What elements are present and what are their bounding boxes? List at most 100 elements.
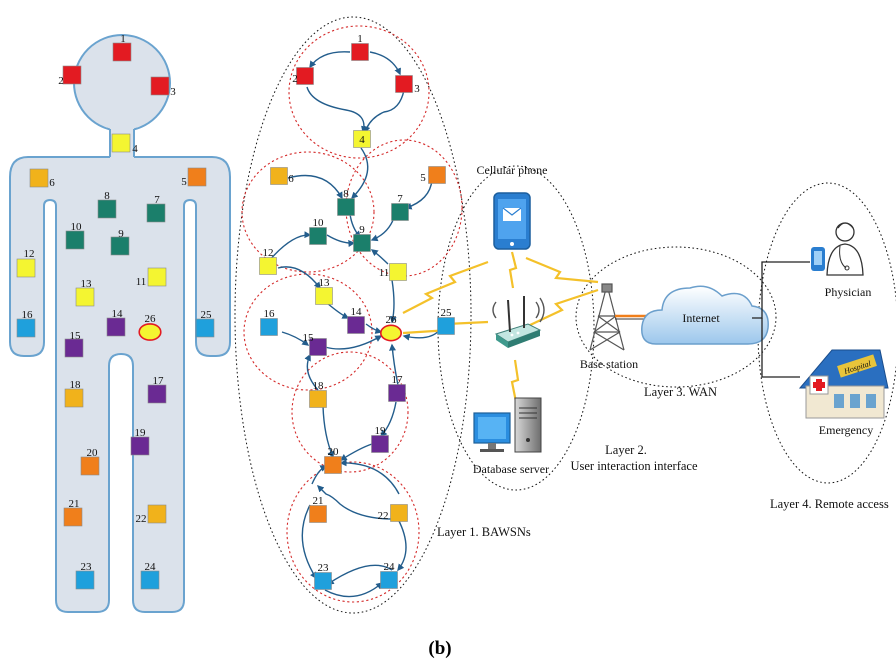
network-node-label-25: 25 — [441, 307, 453, 319]
layer4-boundary — [757, 182, 896, 484]
wireless-link-sink-phone — [402, 260, 489, 314]
body-node-9 — [110, 236, 130, 256]
body-node-label-19: 19 — [135, 427, 147, 439]
network-node-15 — [309, 338, 327, 356]
body-node-label-25: 25 — [201, 309, 213, 321]
human-body-silhouette — [9, 34, 231, 613]
database-server-icon[interactable] — [473, 397, 542, 453]
body-node-label-15: 15 — [70, 330, 82, 342]
network-node-label-1: 1 — [357, 33, 363, 45]
network-node-13 — [315, 287, 333, 305]
base-station-icon[interactable] — [589, 283, 625, 351]
body-node-label-12: 12 — [24, 248, 35, 260]
layer3-boundary — [575, 246, 777, 388]
network-node-1 — [351, 43, 369, 61]
network-node-12 — [259, 257, 277, 275]
body-node-13 — [75, 287, 95, 307]
network-node-16 — [260, 318, 278, 336]
body-node-label-10: 10 — [71, 221, 83, 233]
body-node-label-8: 8 — [104, 190, 110, 202]
body-node-label-21: 21 — [69, 498, 80, 510]
body-node-6 — [29, 168, 49, 188]
cluster-ring-head — [288, 25, 430, 159]
network-node-26 — [379, 324, 402, 342]
base-station-label: Base station — [580, 357, 638, 371]
body-node-label-9: 9 — [118, 228, 124, 240]
network-node-label-26: 26 — [386, 314, 398, 326]
body-node-label-5: 5 — [181, 176, 187, 188]
body-node-label-14: 14 — [112, 308, 124, 320]
body-node-2 — [62, 65, 82, 85]
body-node-16 — [16, 318, 36, 338]
body-node-22 — [147, 504, 167, 524]
body-node-label-22: 22 — [136, 513, 147, 525]
internet-label: Internet — [682, 311, 720, 325]
network-node-label-19: 19 — [375, 425, 387, 437]
network-node-label-23: 23 — [318, 562, 330, 574]
network-node-label-5: 5 — [420, 172, 426, 184]
network-node-label-16: 16 — [264, 308, 276, 320]
network-node-label-10: 10 — [313, 217, 325, 229]
body-node-11 — [147, 267, 167, 287]
internet-cloud-icon[interactable] — [641, 285, 769, 345]
network-node-5 — [428, 166, 446, 184]
network-node-3 — [395, 75, 413, 93]
network-node-label-6: 6 — [288, 173, 294, 185]
network-node-label-9: 9 — [359, 224, 365, 236]
network-node-label-18: 18 — [313, 380, 325, 392]
body-node-label-16: 16 — [22, 309, 34, 321]
body-node-8 — [97, 199, 117, 219]
body-node-20 — [80, 456, 100, 476]
body-node-15 — [64, 338, 84, 358]
cluster-ring-left-hand — [243, 273, 373, 391]
network-node-9 — [353, 234, 371, 252]
network-node-14 — [347, 316, 365, 334]
body-node-label-2: 2 — [58, 75, 64, 87]
network-node-label-7: 7 — [397, 193, 403, 205]
body-node-4 — [111, 133, 131, 153]
network-node-label-11: 11 — [379, 267, 390, 279]
body-node-label-18: 18 — [70, 379, 82, 391]
cluster-ring-feet — [286, 461, 420, 603]
database-server-label: Database server — [473, 462, 549, 476]
network-node-label-24: 24 — [384, 561, 396, 573]
body-node-label-3: 3 — [170, 86, 176, 98]
wireless-link-router-server — [510, 359, 520, 403]
layer4-label: Layer 4. Remote access — [770, 497, 889, 511]
network-node-23 — [314, 572, 332, 590]
network-node-24 — [380, 571, 398, 589]
wireless-link-router-basestation — [527, 288, 599, 327]
body-node-label-23: 23 — [81, 561, 93, 573]
internet-physician-link — [752, 261, 810, 319]
body-node-5 — [187, 167, 207, 187]
body-node-17 — [147, 384, 167, 404]
network-node-label-17: 17 — [392, 374, 404, 386]
body-node-label-20: 20 — [87, 447, 99, 459]
network-node-label-21: 21 — [313, 495, 324, 507]
figure-label: (b) — [428, 638, 451, 659]
cluster-ring-left-arm — [241, 151, 375, 273]
hospital-icon[interactable] — [798, 349, 889, 419]
network-node-label-12: 12 — [263, 247, 274, 259]
body-node-label-4: 4 — [132, 143, 138, 155]
network-node-8 — [337, 198, 355, 216]
body-node-1 — [112, 42, 132, 62]
physician-icon[interactable] — [811, 222, 864, 276]
layer2-label-line2: User interaction interface — [570, 459, 697, 473]
body-node-label-17: 17 — [153, 375, 165, 387]
router-icon[interactable] — [492, 296, 545, 348]
cluster-ring-legs — [291, 351, 409, 473]
network-node-25 — [437, 317, 455, 335]
body-node-19 — [130, 436, 150, 456]
network-node-label-8: 8 — [343, 188, 349, 200]
network-node-17 — [388, 384, 406, 402]
layer3-label: Layer 3. WAN — [644, 385, 717, 399]
body-node-10 — [65, 230, 85, 250]
cellular-phone-icon[interactable] — [493, 192, 531, 250]
body-node-label-7: 7 — [154, 194, 160, 206]
layer1-label: Layer 1. BAWSNs — [437, 525, 531, 539]
body-node-label-6: 6 — [49, 177, 55, 189]
physician-label: Physician — [825, 285, 872, 299]
network-node-4 — [353, 130, 371, 148]
